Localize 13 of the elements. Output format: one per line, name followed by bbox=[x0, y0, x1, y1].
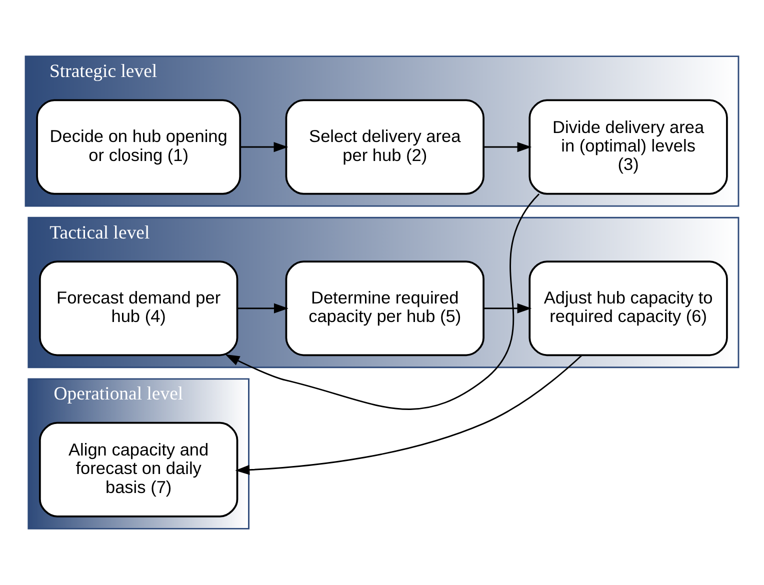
arrow bbox=[484, 142, 532, 152]
node-box: Determine required capacity per hub (5) bbox=[285, 260, 484, 356]
node-box: Decide on hub opening or closing (1) bbox=[36, 99, 242, 195]
arrow bbox=[238, 303, 288, 314]
arrow bbox=[235, 355, 582, 475]
node-box: Divide delivery area in (optimal) levels (3) bbox=[528, 99, 728, 195]
node-box: Align capacity and forecast on daily basis (7) bbox=[38, 422, 238, 518]
arrow bbox=[484, 303, 532, 314]
node-box: Adjust hub capacity to required capacity (6) bbox=[528, 260, 728, 356]
arrow bbox=[240, 142, 288, 152]
node-box: Forecast demand per hub (4) bbox=[38, 260, 238, 356]
node-box: Select delivery area per hub (2) bbox=[285, 99, 484, 195]
arrow bbox=[225, 193, 540, 410]
